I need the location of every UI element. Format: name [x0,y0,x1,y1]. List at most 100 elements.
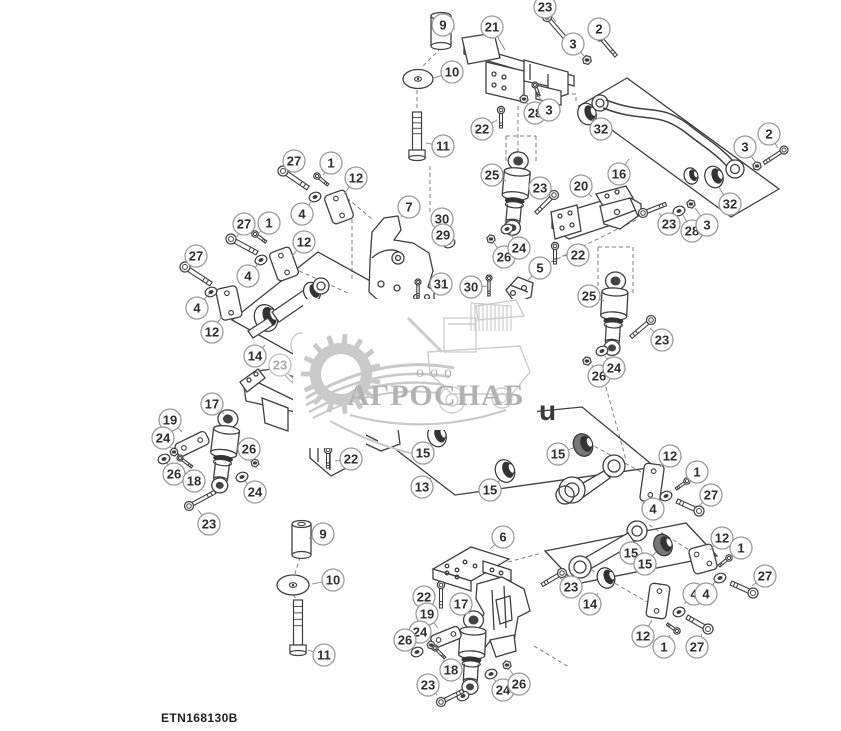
callout-15: 15 [478,478,502,502]
callout-29: 29 [431,223,455,247]
svg-text:9: 9 [319,527,326,542]
callout-1: 1 [652,634,676,659]
svg-text:12: 12 [715,531,729,546]
svg-text:29: 29 [436,228,450,243]
callout-10: 10 [433,60,464,84]
svg-text:13: 13 [415,480,429,495]
callout-12: 12 [343,166,368,195]
svg-text:25: 25 [485,168,499,183]
svg-text:17: 17 [205,397,219,412]
callout-26: 26 [393,628,417,652]
svg-text:21: 21 [485,20,499,35]
svg-text:22: 22 [344,452,358,467]
callout-4: 4 [694,581,718,606]
callout-30: 30 [459,275,489,299]
callout-19: 19 [158,408,183,433]
callout-23: 23 [416,673,440,697]
svg-text:27: 27 [704,488,718,503]
callout-27: 27 [184,244,208,268]
callout-4: 4 [185,293,210,320]
svg-text:19: 19 [420,607,434,622]
svg-text:27: 27 [690,640,704,655]
svg-text:15: 15 [416,446,430,461]
callout-27: 27 [282,149,306,173]
callout-24: 24 [151,426,175,450]
watermark-ooo-text: ооо [416,364,458,381]
callout-9: 9 [308,522,335,546]
svg-text:26: 26 [512,677,526,692]
svg-text:4: 4 [193,301,201,316]
callout-23: 23 [533,0,557,23]
callout-21: 21 [480,15,506,51]
svg-text:15: 15 [638,557,652,572]
svg-text:24: 24 [248,485,263,500]
callout-13: 13 [410,475,434,499]
callout-17: 17 [449,592,473,616]
callout-2: 2 [757,122,781,149]
callout-12: 12 [658,444,682,468]
svg-text:12: 12 [349,171,363,186]
callout-1: 1 [729,536,753,560]
callout-22: 22 [334,447,363,471]
svg-text:24: 24 [413,625,428,640]
callout-11: 11 [307,643,336,667]
svg-text:4: 4 [649,502,657,517]
svg-text:15: 15 [624,546,638,561]
watermark-brand-text: АГРОСНАБ [347,379,525,412]
svg-text:23: 23 [421,678,435,693]
callout-9: 9 [431,13,456,37]
svg-text:19: 19 [163,413,177,428]
callout-3: 3 [733,135,757,164]
callout-12: 12 [709,526,734,551]
svg-text:1: 1 [327,156,334,171]
svg-text:24: 24 [512,241,527,256]
callout-15: 15 [546,442,574,466]
svg-text:2: 2 [765,127,772,142]
svg-text:27: 27 [287,154,301,169]
handwritten-mark: u [539,395,557,426]
callout-24: 24 [507,232,531,260]
svg-text:1: 1 [737,541,744,556]
callout-26: 26 [162,462,186,486]
callout-32: 32 [589,117,613,141]
callout-25: 25 [480,163,507,187]
svg-text:7: 7 [405,200,412,215]
callout-31: 31 [428,272,453,296]
svg-text:32: 32 [723,197,737,212]
svg-text:22: 22 [417,590,431,605]
svg-text:1: 1 [693,465,700,480]
svg-text:23: 23 [538,0,552,15]
callout-3: 3 [694,207,719,237]
svg-text:18: 18 [444,663,458,678]
svg-text:22: 22 [475,122,489,137]
callout-1: 1 [257,211,281,235]
svg-text:10: 10 [445,65,459,80]
svg-text:3: 3 [703,218,710,233]
svg-text:3: 3 [569,37,576,52]
callout-18: 18 [182,469,206,493]
callout-10: 10 [311,568,345,592]
svg-text:24: 24 [607,361,622,376]
svg-text:24: 24 [156,431,171,446]
svg-text:11: 11 [436,139,450,154]
callout-25: 25 [577,284,605,308]
callout-22: 22 [561,243,590,267]
callout-17: 17 [200,392,225,416]
svg-text:6: 6 [499,530,506,545]
svg-text:26: 26 [242,442,256,457]
callout-3: 3 [561,32,585,57]
callout-22: 22 [412,585,437,609]
svg-text:4: 4 [244,269,252,284]
svg-text:1: 1 [265,216,272,231]
callout-27: 27 [699,483,723,507]
svg-text:26: 26 [497,250,511,265]
svg-text:26: 26 [398,633,412,648]
svg-text:15: 15 [483,483,497,498]
callout-24: 24 [602,355,626,380]
svg-text:5: 5 [536,261,543,276]
svg-text:10: 10 [326,573,340,588]
svg-text:23: 23 [655,333,669,348]
svg-text:26: 26 [592,369,606,384]
svg-text:12: 12 [663,449,677,464]
